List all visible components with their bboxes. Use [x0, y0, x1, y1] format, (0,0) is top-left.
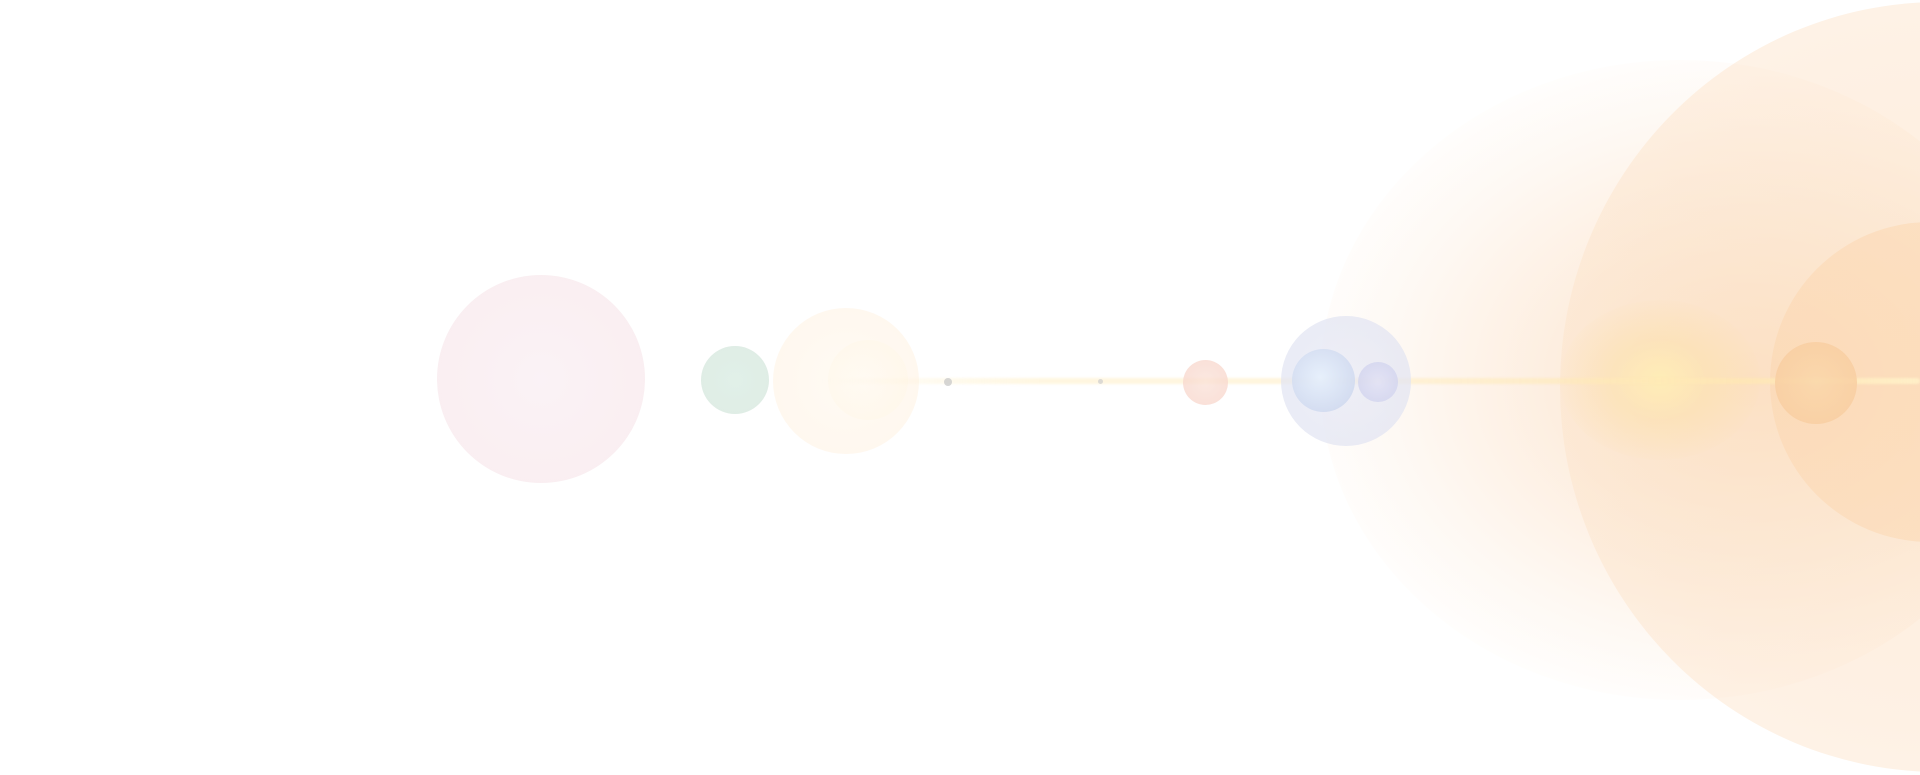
orange-disc [1775, 342, 1857, 424]
tiny-speck [1098, 379, 1103, 384]
peach-disc [1183, 360, 1228, 405]
green-disc [701, 346, 769, 414]
violet-bubble [1358, 362, 1398, 402]
cream-ring-small [814, 360, 854, 400]
grey-speck [944, 378, 952, 386]
blue-bubble [1292, 349, 1355, 412]
pink-bubble [437, 275, 645, 483]
